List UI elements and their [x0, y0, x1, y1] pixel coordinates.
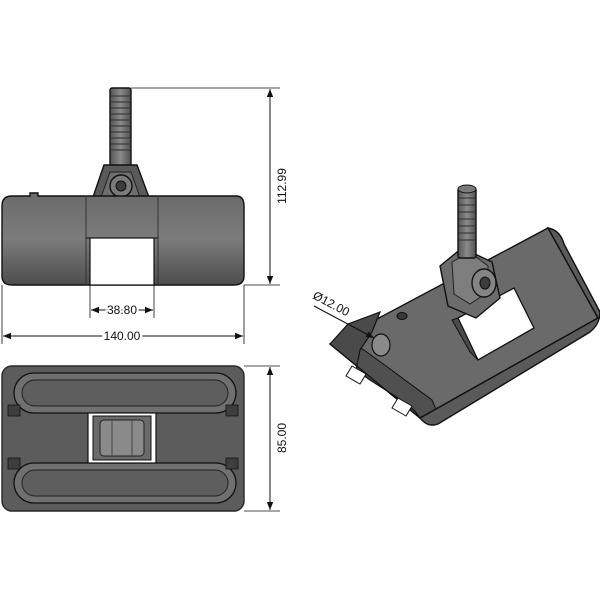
height-label: 112.99: [275, 168, 289, 204]
length-label: 140.00: [104, 329, 141, 343]
threaded-bolt: [109, 87, 132, 167]
center-slot: [89, 237, 155, 286]
length-dimension: 140.00: [1, 285, 245, 346]
isometric-view: Ø12.00: [311, 184, 600, 426]
center-opening: [87, 412, 157, 464]
end-bore: [371, 333, 391, 357]
slot-width-label: 38.80: [107, 303, 137, 317]
slot-width-dimension: 38.80: [89, 285, 155, 319]
upper-runner: [13, 372, 237, 414]
width-dimension: 85.00: [244, 365, 289, 512]
iso-threaded-bolt: [457, 184, 477, 259]
lower-runner: [13, 462, 237, 504]
top-view: 85.00: [1, 365, 289, 512]
front-view: 112.99 38.80 140.00: [1, 87, 289, 346]
iso-clevis-bracket: [439, 247, 501, 319]
height-dimension: 112.99: [131, 87, 289, 286]
width-label: 85.00: [275, 423, 289, 453]
diameter-label: Ø12.00: [311, 288, 353, 319]
base-body-front: [1, 192, 245, 286]
